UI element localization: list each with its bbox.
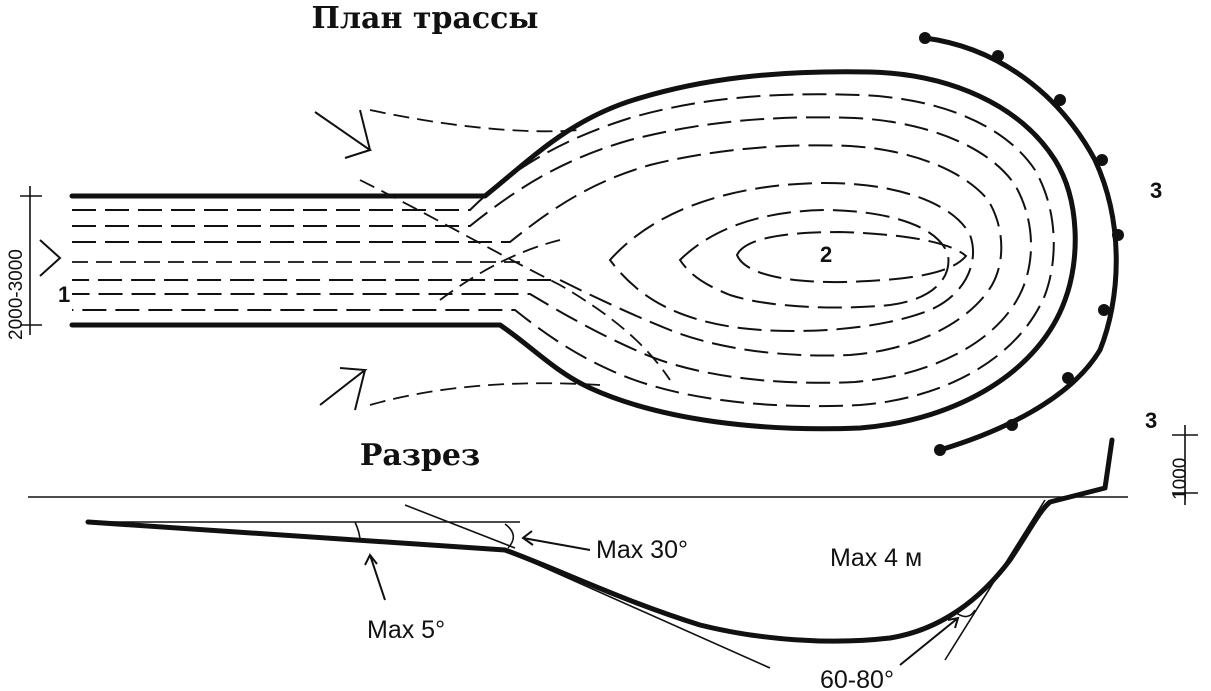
label-lane-entry: 1 (58, 282, 70, 307)
section-title: Разрез (360, 438, 480, 473)
width-dimension-label: 2000-3000 (6, 249, 27, 340)
barrier-arc (922, 35, 1119, 453)
barrier-post (1062, 372, 1074, 384)
reference-line-upper (404, 504, 516, 549)
crossing-line-2 (439, 239, 561, 301)
reference-line-end (944, 499, 1046, 661)
label-max-30: Max 30° (596, 536, 688, 564)
track-lane-3 (72, 144, 1003, 357)
inner-ring-1 (608, 181, 975, 332)
crossing-line-1 (359, 179, 671, 381)
label-max-4m: Max 4 м (830, 544, 922, 572)
track-lane-1 (72, 93, 1055, 408)
height-dimension-label: 1000 (1170, 458, 1191, 500)
barrier-post (1112, 229, 1124, 241)
label-loop-center: 2 (820, 242, 832, 267)
barrier-post (992, 50, 1004, 62)
barrier-post (934, 444, 946, 456)
approach-line-bottom (369, 382, 601, 406)
barrier-post (1098, 304, 1110, 316)
barrier-post (1054, 94, 1066, 106)
slope-profile (85, 437, 1115, 644)
barrier-post (1006, 419, 1018, 431)
angle-arc-30 (504, 523, 515, 549)
track-outline-top (69, 69, 1078, 432)
track-lane-2 (72, 116, 1033, 384)
label-barrier-section: 3 (1145, 408, 1157, 433)
angle-arc-60-80 (954, 609, 976, 618)
entry-arrow-bottom (319, 367, 368, 411)
label-max-5: Max 5° (367, 616, 445, 644)
arrow-60-80 (899, 616, 960, 666)
barrier-post (1096, 154, 1108, 166)
reference-line-lower (504, 549, 771, 669)
label-barrier-plan: 3 (1150, 178, 1162, 203)
arrow-max-5 (364, 553, 386, 601)
barrier-posts (919, 32, 1124, 456)
inner-ring-3 (735, 230, 968, 284)
lane-arrow-left (39, 239, 62, 277)
label-60-80: 60-80° (820, 666, 894, 691)
approach-line-top (369, 109, 581, 133)
entry-arrow-top (314, 109, 373, 159)
inner-ring-2 (678, 208, 950, 309)
plan-title: План трассы (312, 1, 539, 36)
angle-arc-5 (354, 521, 361, 542)
barrier-post (919, 32, 931, 44)
arrow-max-30 (521, 530, 591, 551)
